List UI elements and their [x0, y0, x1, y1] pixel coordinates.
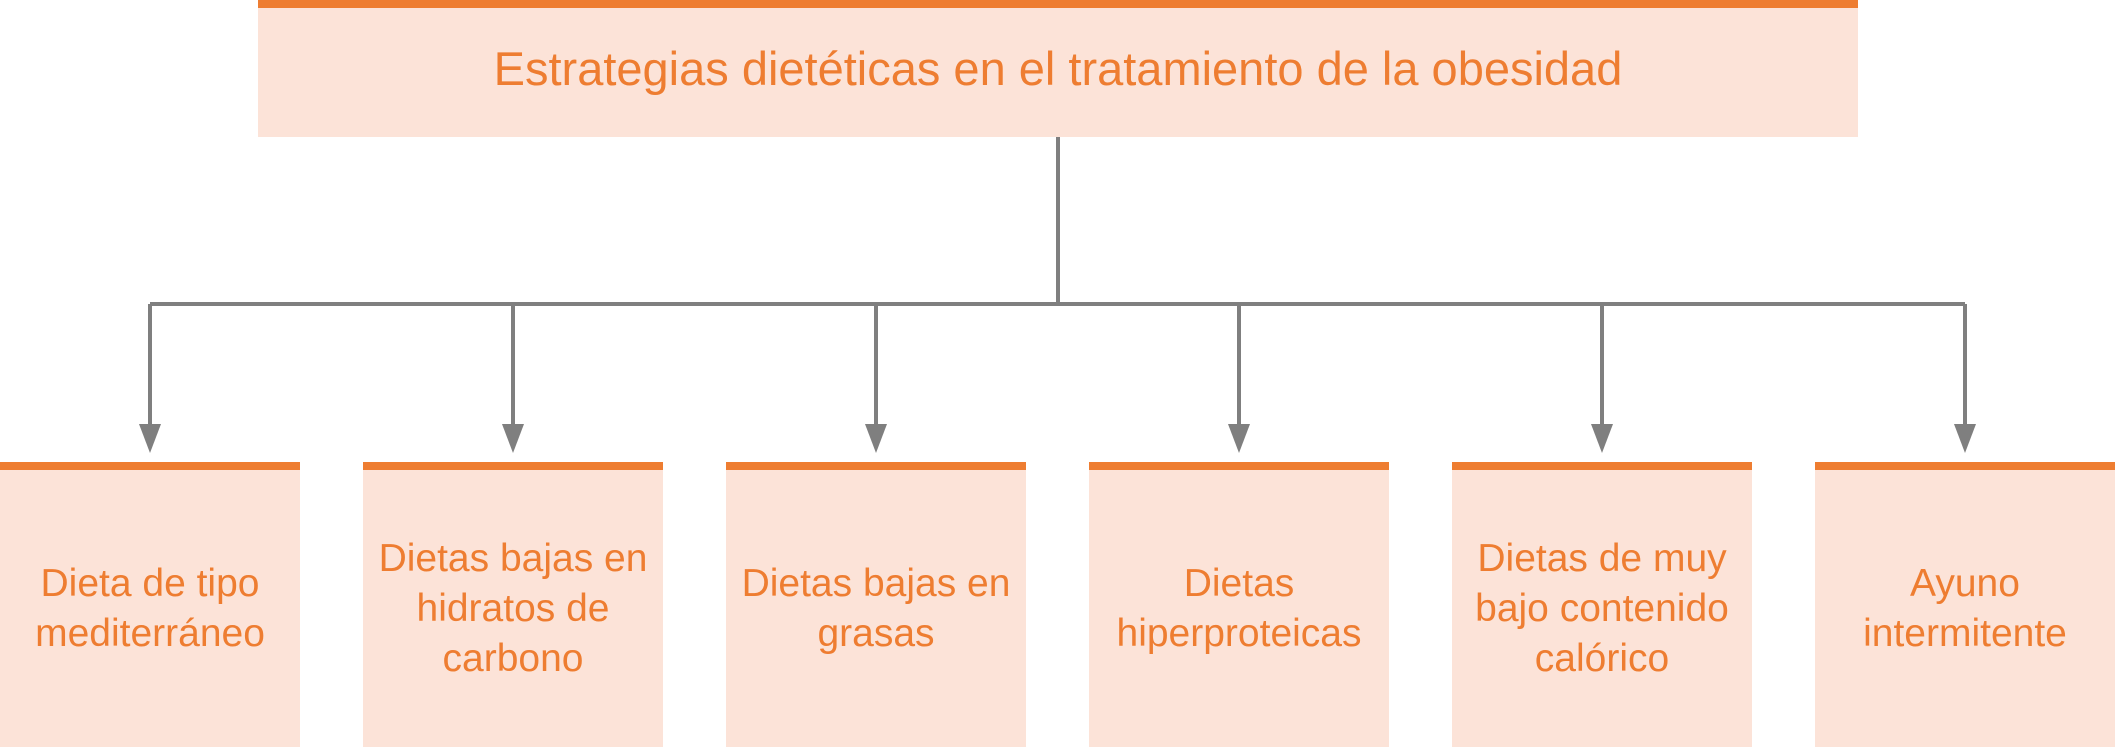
item-label: Dieta de tipo mediterráneo: [35, 561, 265, 655]
item-node-low-carb: Dietas bajas en hidratos de carbono: [363, 462, 663, 747]
arrowhead-icon: [139, 424, 161, 453]
arrow-to-item-2: [502, 304, 524, 453]
arrowhead-icon: [865, 424, 887, 453]
arrow-to-item-1: [139, 304, 161, 453]
item-node-high-protein: Dietas hiperproteicas: [1089, 462, 1389, 747]
arrow-to-item-6: [1954, 304, 1976, 453]
arrow-to-item-3: [865, 304, 887, 453]
item-label: Dietas hiperproteicas: [1116, 561, 1362, 655]
item-node-intermittent-fasting: Ayuno intermitente: [1815, 462, 2115, 747]
arrowhead-icon: [502, 424, 524, 453]
root-node: Estrategias dietéticas en el tratamiento…: [258, 0, 1858, 137]
item-node-very-low-calorie: Dietas de muy bajo contenido calórico: [1452, 462, 1752, 747]
item-label: Dietas bajas en grasas: [741, 561, 1011, 655]
arrowhead-icon: [1591, 424, 1613, 453]
arrowhead-icon: [1228, 424, 1250, 453]
arrow-to-item-5: [1591, 304, 1613, 453]
item-label: Ayuno intermitente: [1863, 561, 2067, 655]
arrowhead-icon: [1954, 424, 1976, 453]
arrow-to-item-4: [1228, 304, 1250, 453]
item-label: Dietas de muy bajo contenido calórico: [1475, 536, 1729, 680]
item-node-low-fat: Dietas bajas en grasas: [726, 462, 1026, 747]
item-node-mediterranean: Dieta de tipo mediterráneo: [0, 462, 300, 747]
root-title: Estrategias dietéticas en el tratamiento…: [493, 42, 1623, 95]
item-label: Dietas bajas en hidratos de carbono: [378, 536, 648, 680]
